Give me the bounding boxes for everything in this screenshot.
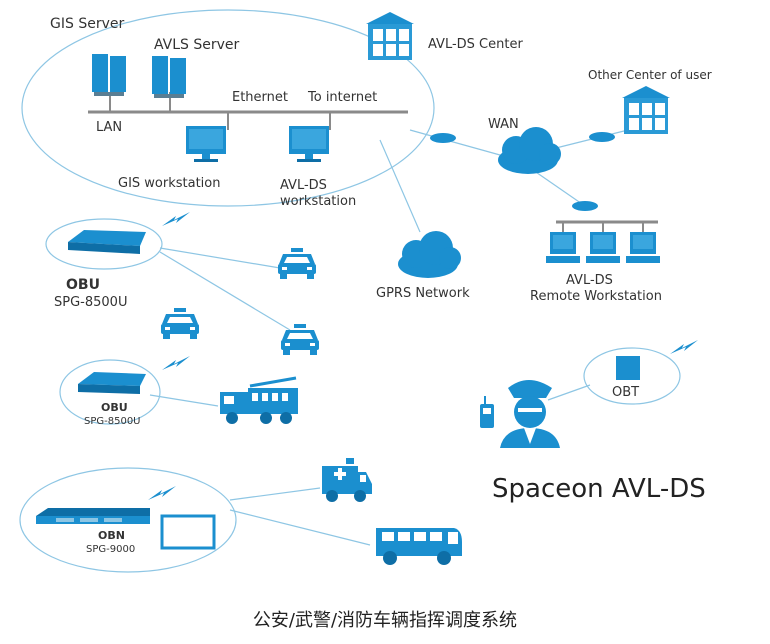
signal-bolt-icon — [162, 356, 190, 370]
signal-bolt-icon — [162, 212, 190, 226]
fire-truck-icon — [220, 376, 298, 424]
bus-icon — [376, 528, 462, 565]
remote-workstation-label-2: Remote Workstation — [530, 289, 662, 304]
signal-bolt-icon — [670, 340, 698, 354]
avl-ds-workstation-label-2: workstation — [280, 194, 356, 209]
obu-small-label: OBU — [101, 401, 128, 414]
gis-workstation-icon — [186, 126, 226, 162]
avl-ds-center-label: AVL-DS Center — [428, 37, 523, 52]
ambulance-icon — [322, 458, 372, 502]
obu-small-model: SPG-8500U — [84, 416, 141, 427]
police-car-icon — [278, 248, 316, 279]
obn-display-icon — [160, 514, 216, 550]
police-officer-icon — [500, 380, 560, 448]
signal-bolt-icon — [148, 486, 176, 500]
obn-label: OBN — [98, 529, 125, 542]
obu-large-model: SPG-8500U — [54, 295, 127, 310]
avl-ds-center-building-icon — [366, 12, 414, 60]
gis-workstation-label: GIS workstation — [118, 176, 221, 191]
diagram-caption: 公安/武警/消防车辆指挥调度系统 — [252, 610, 518, 631]
obu-device-icon — [68, 230, 146, 254]
obu-device-icon — [78, 372, 146, 394]
ethernet-label: Ethernet — [232, 90, 288, 105]
obn-device-icon — [36, 508, 150, 524]
gprs-network-label: GPRS Network — [376, 286, 470, 301]
avl-ds-workstation-icon — [289, 126, 329, 162]
wan-label: WAN — [488, 117, 519, 132]
lan-label: LAN — [96, 120, 122, 135]
remote-workstation-icon — [626, 232, 660, 263]
other-center-building-icon — [622, 86, 670, 134]
lan-boundary — [21, 9, 435, 207]
obn-model: SPG-9000 — [86, 544, 135, 555]
remote-workstation-icon — [546, 232, 580, 263]
avls-server-icon — [152, 56, 186, 98]
gis-server-icon — [92, 54, 126, 96]
gprs-cloud-icon — [398, 231, 461, 278]
avl-ds-workstation-label-1: AVL-DS — [280, 178, 327, 193]
brand-title: Spaceon AVL-DS — [492, 474, 706, 504]
remote-workstation-label-1: AVL-DS — [566, 273, 613, 288]
obt-device-icon — [616, 356, 640, 380]
radio-icon — [480, 396, 494, 428]
police-car-icon — [161, 308, 199, 339]
obt-label: OBT — [612, 385, 639, 400]
wan-cloud-icon — [498, 127, 561, 174]
to-internet-label: To internet — [307, 90, 377, 105]
obu-large-label: OBU — [66, 277, 100, 293]
gis-server-label: GIS Server — [50, 16, 124, 32]
avls-server-label: AVLS Server — [154, 37, 240, 53]
remote-workstation-icon — [586, 232, 620, 263]
other-center-label: Other Center of user — [588, 68, 712, 82]
